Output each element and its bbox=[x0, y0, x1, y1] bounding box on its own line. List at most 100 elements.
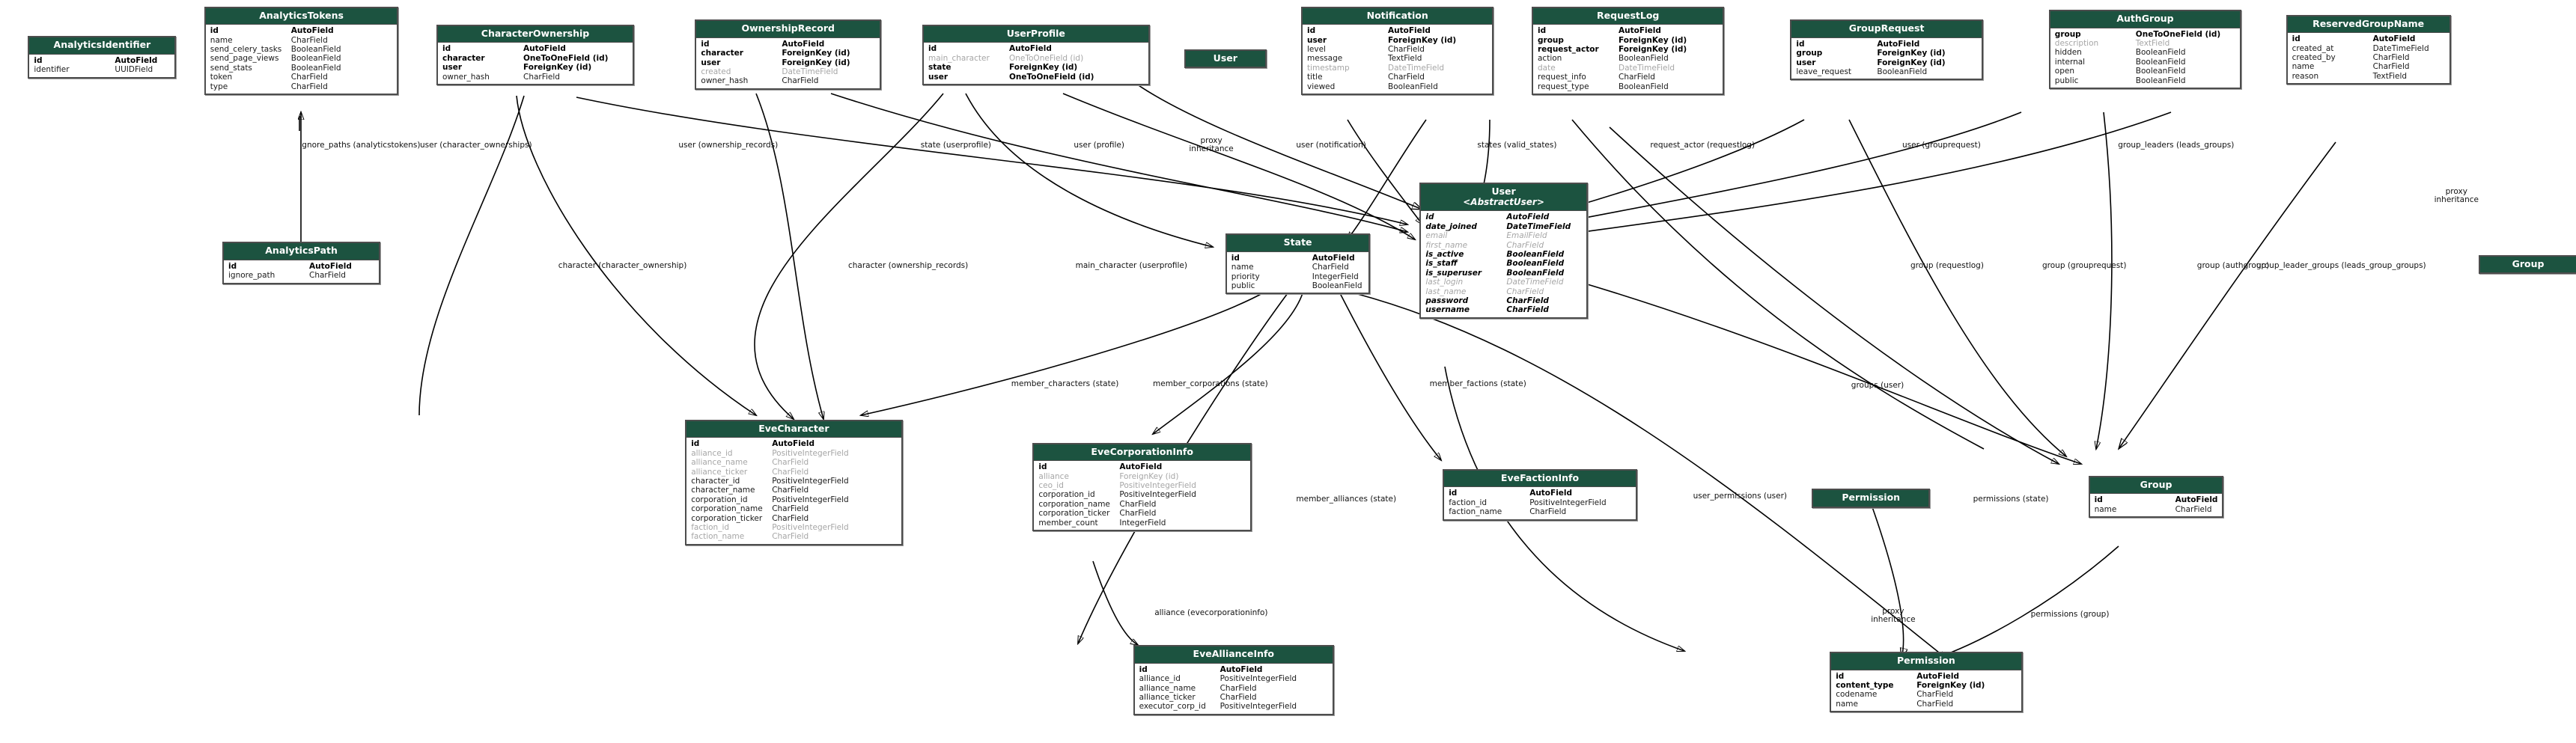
entity-name: EveCorporationInfo bbox=[1091, 445, 1193, 457]
field-name: id bbox=[1139, 664, 1148, 674]
field-name: faction_name bbox=[691, 532, 745, 542]
field-type: AutoField bbox=[523, 44, 566, 54]
entity-title: AnalyticsPath bbox=[224, 243, 380, 260]
field-type: BooleanField bbox=[1388, 82, 1438, 91]
field-type: AutoField bbox=[115, 55, 158, 65]
field-type: PositiveIntegerField bbox=[772, 523, 849, 533]
entity-group_far[interactable]: Group bbox=[2479, 255, 2576, 275]
field-name: created bbox=[701, 67, 731, 76]
entity-name: GroupRequest bbox=[1848, 22, 1925, 34]
field-name: faction_id bbox=[691, 523, 730, 533]
field-type: CharField bbox=[290, 35, 328, 45]
field-name: first_name bbox=[1425, 240, 1468, 250]
field-type: CharField bbox=[1506, 287, 1544, 296]
field-type: ForeignKey (id) bbox=[1619, 35, 1687, 45]
field-type: BooleanField bbox=[2135, 48, 2186, 58]
edge-label-lbl-request-actor: request_actor (requestlog) bbox=[1650, 141, 1756, 150]
entity-title: State bbox=[1226, 235, 1369, 252]
field-type: CharField bbox=[1220, 683, 1257, 693]
field-type: ForeignKey (id) bbox=[1388, 35, 1457, 45]
field-type: OneToOneField (id) bbox=[1009, 53, 1084, 63]
field-name: timestamp bbox=[1307, 63, 1350, 73]
field-type: AutoField bbox=[309, 261, 352, 271]
field-type: AutoField bbox=[1529, 489, 1573, 498]
edge-label-lbl-user-grouprequest: user (grouprequest) bbox=[1902, 141, 1981, 150]
entity-name: Group bbox=[2512, 258, 2545, 269]
field-name: public bbox=[2054, 76, 2079, 85]
field-type: CharField bbox=[1388, 73, 1425, 82]
field-name: corporation_name bbox=[691, 504, 763, 514]
field-type: ForeignKey (id) bbox=[782, 49, 850, 58]
field-type: PositiveIntegerField bbox=[772, 495, 849, 504]
field-type: AutoField bbox=[1619, 26, 1661, 36]
field-name: request_type bbox=[1538, 82, 1589, 91]
field-type: BooleanField bbox=[290, 54, 341, 64]
field-name: owner_hash bbox=[442, 72, 490, 82]
entity-name: AuthGroup bbox=[2116, 13, 2174, 25]
field-name: user bbox=[442, 63, 463, 73]
entity-user_plain[interactable]: User bbox=[1184, 49, 1267, 69]
field-name: type bbox=[210, 82, 228, 91]
field-name: identifier bbox=[34, 65, 70, 75]
field-name: group bbox=[1796, 49, 1823, 58]
edge-label-lbl-group-authgroup: group (authgroup) bbox=[2196, 260, 2270, 270]
field-name: character_id bbox=[691, 477, 740, 486]
edge-label-lbl-user-character-ownerships: user (character_ownerships) bbox=[420, 141, 532, 150]
field-type: BooleanField bbox=[1312, 281, 1362, 290]
field-name: id bbox=[1231, 253, 1240, 263]
edge-label-lbl-permissions-group: permissions (group) bbox=[2030, 610, 2110, 620]
field-name: last_name bbox=[1425, 287, 1467, 296]
field-name: title bbox=[1307, 73, 1323, 82]
entity-permission_proxy[interactable]: Permission bbox=[1812, 489, 1931, 508]
field-type: CharField bbox=[772, 513, 809, 523]
field-name: leave_request bbox=[1796, 67, 1852, 76]
field-type: DateTimeField bbox=[782, 67, 838, 76]
field-type: AutoField bbox=[1312, 253, 1355, 263]
